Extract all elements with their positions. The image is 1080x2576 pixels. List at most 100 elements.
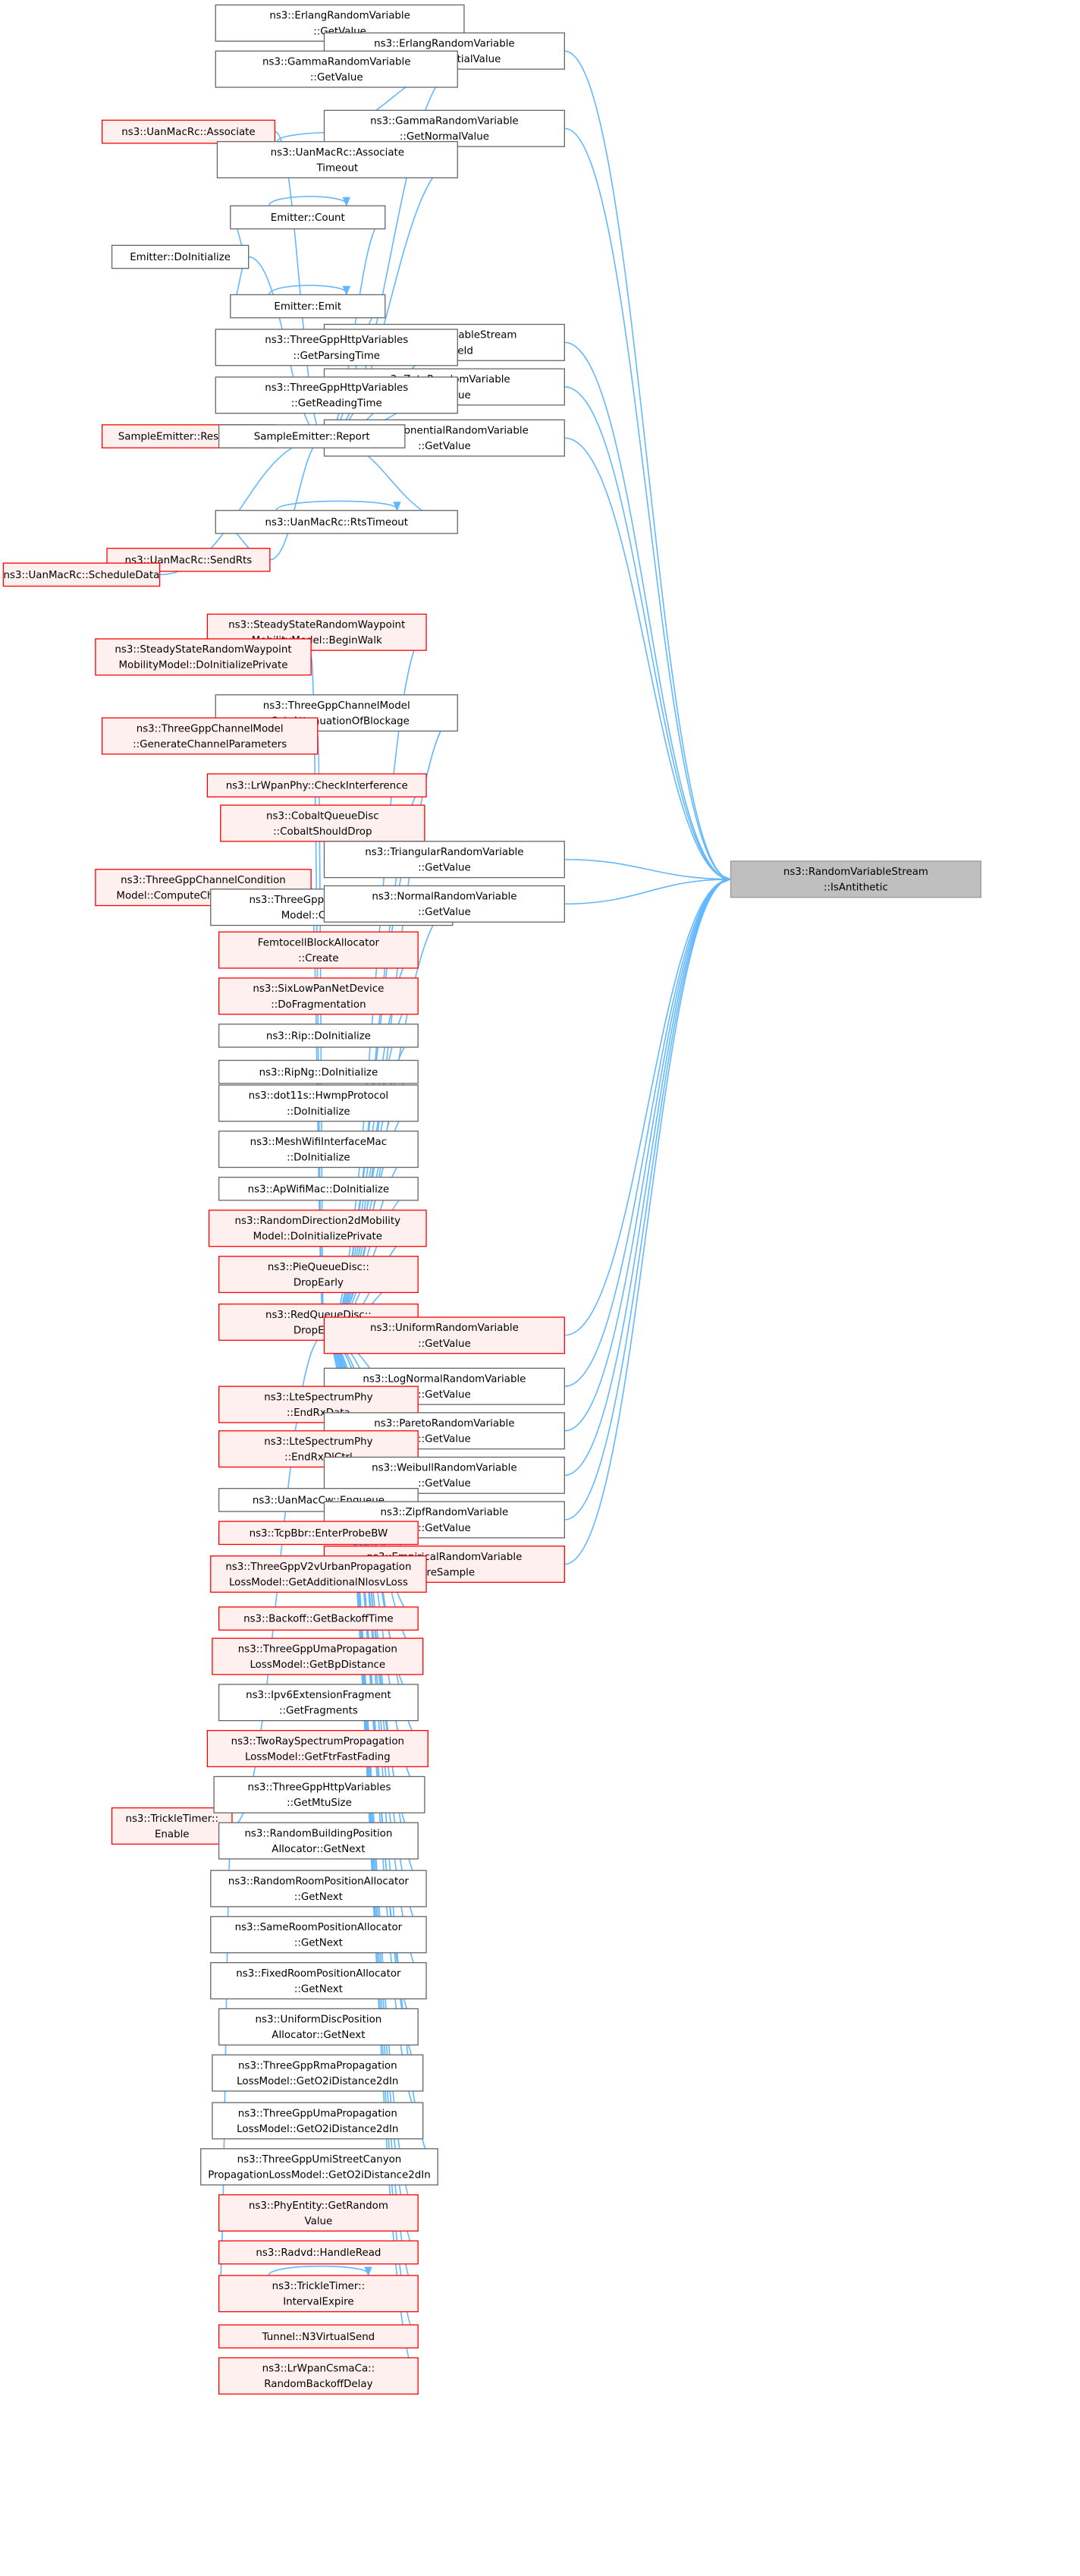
- node-zipf_gv[interactable]: ns3::ZipfRandomVariable::GetValue: [323, 1501, 565, 1539]
- node-label: RandomBackoffDelay: [264, 2379, 372, 2390]
- node-box: [218, 2275, 419, 2313]
- node-label: ::GetValue: [418, 1478, 471, 1489]
- node-sixlowpan[interactable]: ns3::SixLowPanNetDevice::DoFragmentation: [218, 977, 419, 1015]
- edge-gamma_gv-to-exp_gv: [324, 68, 458, 439]
- node-label: ns3::LteSpectrumPhy: [264, 1436, 372, 1448]
- node-box: [218, 1256, 419, 1294]
- node-label: LossModel::GetBpDistance: [250, 1659, 385, 1671]
- node-emitter_doinit[interactable]: Emitter::DoInitialize: [111, 244, 250, 269]
- node-label: Emitter::Count: [271, 212, 345, 224]
- edge-triangular_gv-to-root: [564, 858, 731, 880]
- node-apwifi[interactable]: ns3::ApWifiMac::DoInitialize: [218, 1176, 419, 1201]
- node-srp[interactable]: ns3::SameRoomPositionAllocator::GetNext: [210, 1916, 427, 1954]
- node-frp[interactable]: ns3::FixedRoomPositionAllocator::GetNext: [210, 1961, 427, 2000]
- node-label: Timeout: [316, 162, 358, 174]
- node-label: ns3::SixLowPanNetDevice: [253, 983, 384, 995]
- node-tunnel[interactable]: Tunnel::N3VirtualSend: [218, 2324, 419, 2349]
- node-femto[interactable]: FemtocellBlockAllocator::Create: [218, 931, 419, 969]
- node-triangular_gv[interactable]: ns3::TriangularRandomVariable::GetValue: [323, 841, 565, 879]
- node-pie[interactable]: ns3::PieQueueDisc::DropEarly: [218, 1256, 419, 1294]
- node-emitter_count[interactable]: Emitter::Count: [230, 205, 386, 230]
- node-box: [323, 1316, 565, 1354]
- node-label: ::GetNext: [294, 1892, 343, 1903]
- node-label: ns3::RipNg::DoInitialize: [259, 1067, 378, 1078]
- node-label: ns3::RandomDirection2dMobility: [235, 1216, 401, 1227]
- node-hwmp[interactable]: ns3::dot11s::HwmpProtocol::DoInitialize: [218, 1084, 419, 1122]
- node-label: ::DoFragmentation: [271, 999, 366, 1011]
- node-http_read[interactable]: ns3::ThreeGppHttpVariables::GetReadingTi…: [215, 376, 458, 414]
- node-label: LossModel::GetAdditionalNlosvLoss: [229, 1577, 408, 1588]
- call-graph-nodes: ns3::ErlangRandomVariable::GetValuens3::…: [2, 4, 981, 2395]
- node-uma_bp[interactable]: ns3::ThreeGppUmaPropagationLossModel::Ge…: [212, 1637, 424, 1675]
- node-box: [215, 376, 458, 414]
- node-sample_report[interactable]: SampleEmitter::Report: [218, 424, 406, 448]
- node-label: ns3::ThreeGppUmiStreetCanyon: [237, 2154, 402, 2166]
- node-lognormal_gv[interactable]: ns3::LogNormalRandomVariable::GetValue: [323, 1367, 565, 1405]
- node-tgcc_compute[interactable]: ns3::ThreeGppChannelConditionModel::Comp…: [95, 869, 312, 907]
- node-box: [101, 717, 319, 755]
- node-label: ns3::ThreeGppUmaPropagation: [238, 1643, 397, 1655]
- node-v2v[interactable]: ns3::ThreeGppV2vUrbanPropagationLossMode…: [210, 1555, 427, 1593]
- node-box: [212, 1637, 424, 1675]
- node-label: ns3::NormalRandomVariable: [372, 892, 516, 903]
- node-rd2d[interactable]: ns3::RandomDirection2dMobilityModel::DoI…: [208, 1209, 427, 1247]
- node-backoff[interactable]: ns3::Backoff::GetBackoffTime: [218, 1606, 419, 1631]
- node-label: ns3::RandomRoomPositionAllocator: [228, 1876, 410, 1887]
- node-box: [200, 2148, 438, 2186]
- node-rrp[interactable]: ns3::RandomRoomPositionAllocator::GetNex…: [210, 1870, 427, 1908]
- edge-exp_gv-to-root: [564, 437, 731, 880]
- node-rma_o2i[interactable]: ns3::ThreeGppRmaPropagationLossModel::Ge…: [212, 2054, 424, 2092]
- node-label: LossModel::GetO2iDistance2dIn: [237, 2124, 398, 2135]
- node-label: ::GetValue: [418, 1434, 471, 1445]
- node-weibull_gv[interactable]: ns3::WeibullRandomVariable::GetValue: [323, 1456, 565, 1494]
- node-http_parse[interactable]: ns3::ThreeGppHttpVariables::GetParsingTi…: [215, 329, 458, 366]
- node-ss_doinit[interactable]: ns3::SteadyStateRandomWaypointMobilityMo…: [95, 638, 312, 676]
- node-tcpbbr[interactable]: ns3::TcpBbr::EnterProbeBW: [218, 1521, 419, 1546]
- node-box: [206, 1730, 429, 1768]
- node-cobalt[interactable]: ns3::CobaltQueueDisc::CobaltShouldDrop: [220, 804, 425, 842]
- node-uan_sched[interactable]: ns3::UanMacRc::ScheduleData: [2, 562, 161, 587]
- node-udp[interactable]: ns3::UniformDiscPositionAllocator::GetNe…: [218, 2008, 419, 2046]
- node-meshwifi[interactable]: ns3::MeshWifiInterfaceMac::DoInitialize: [218, 1131, 419, 1168]
- node-radvd[interactable]: ns3::Radvd::HandleRead: [218, 2240, 419, 2265]
- node-rbp[interactable]: ns3::RandomBuildingPositionAllocator::Ge…: [218, 1822, 419, 1860]
- node-label: IntervalExpire: [283, 2297, 353, 2308]
- node-label: ::DoInitialize: [287, 1153, 350, 1164]
- node-trickle_ie[interactable]: ns3::TrickleTimer::IntervalExpire: [218, 2275, 419, 2313]
- node-uan_rts_to[interactable]: ns3::UanMacRc::RtsTimeout: [215, 510, 458, 534]
- node-label: ns3::UanMacRc::RtsTimeout: [265, 517, 408, 528]
- node-uniform_gv[interactable]: ns3::UniformRandomVariable::GetValue: [323, 1316, 565, 1354]
- node-label: ::IsAntithetic: [824, 882, 888, 894]
- node-box: [218, 1176, 419, 1201]
- node-gamma_gv[interactable]: ns3::GammaRandomVariable::GetValue: [215, 50, 458, 88]
- node-gamma_gnv[interactable]: ns3::GammaRandomVariable::GetNormalValue: [323, 109, 565, 147]
- node-ripng[interactable]: ns3::RipNg::DoInitialize: [218, 1059, 419, 1084]
- node-tworay[interactable]: ns3::TwoRaySpectrumPropagationLossModel:…: [206, 1730, 429, 1768]
- node-emitter_emit[interactable]: Emitter::Emit: [230, 294, 386, 319]
- self-loop-arrow-trickle_ie: [364, 2266, 372, 2277]
- node-lrwpan_csma[interactable]: ns3::LrWpanCsmaCa::RandomBackoffDelay: [218, 2357, 419, 2395]
- node-rip[interactable]: ns3::Rip::DoInitialize: [218, 1024, 419, 1048]
- node-lrwpan_ci[interactable]: ns3::LrWpanPhy::CheckInterference: [206, 773, 427, 797]
- node-uan_assoc[interactable]: ns3::UanMacRc::Associate: [101, 119, 276, 144]
- node-label: ns3::ErlangRandomVariable: [269, 11, 410, 22]
- node-normal_gv[interactable]: ns3::NormalRandomVariable::GetValue: [323, 885, 565, 923]
- node-trickle_enable[interactable]: ns3::TrickleTimer::Enable: [111, 1807, 233, 1845]
- node-ipv6frag[interactable]: ns3::Ipv6ExtensionFragment::GetFragments: [218, 1684, 419, 1722]
- edge-empirical-to-root: [564, 878, 731, 1565]
- node-label: ns3::ZipfRandomVariable: [381, 1507, 509, 1518]
- node-box: [230, 205, 386, 230]
- node-box: [218, 424, 406, 448]
- node-lte_rxdl[interactable]: ns3::LteSpectrumPhy::EndRxDlCtrl: [218, 1430, 419, 1468]
- node-http_mtu[interactable]: ns3::ThreeGppHttpVariables::GetMtuSize: [213, 1776, 425, 1813]
- node-tgcm_gen[interactable]: ns3::ThreeGppChannelModel::GenerateChann…: [101, 717, 319, 755]
- node-box: [220, 804, 425, 842]
- node-umi_o2i[interactable]: ns3::ThreeGppUmiStreetCanyonPropagationL…: [200, 2148, 438, 2186]
- node-box: [218, 2008, 419, 2046]
- node-label: ::GetReadingTime: [291, 398, 382, 410]
- self-loop-uan_rts_to: [275, 500, 398, 511]
- node-uma_o2i[interactable]: ns3::ThreeGppUmaPropagationLossModel::Ge…: [212, 2102, 424, 2140]
- node-box: [215, 50, 458, 88]
